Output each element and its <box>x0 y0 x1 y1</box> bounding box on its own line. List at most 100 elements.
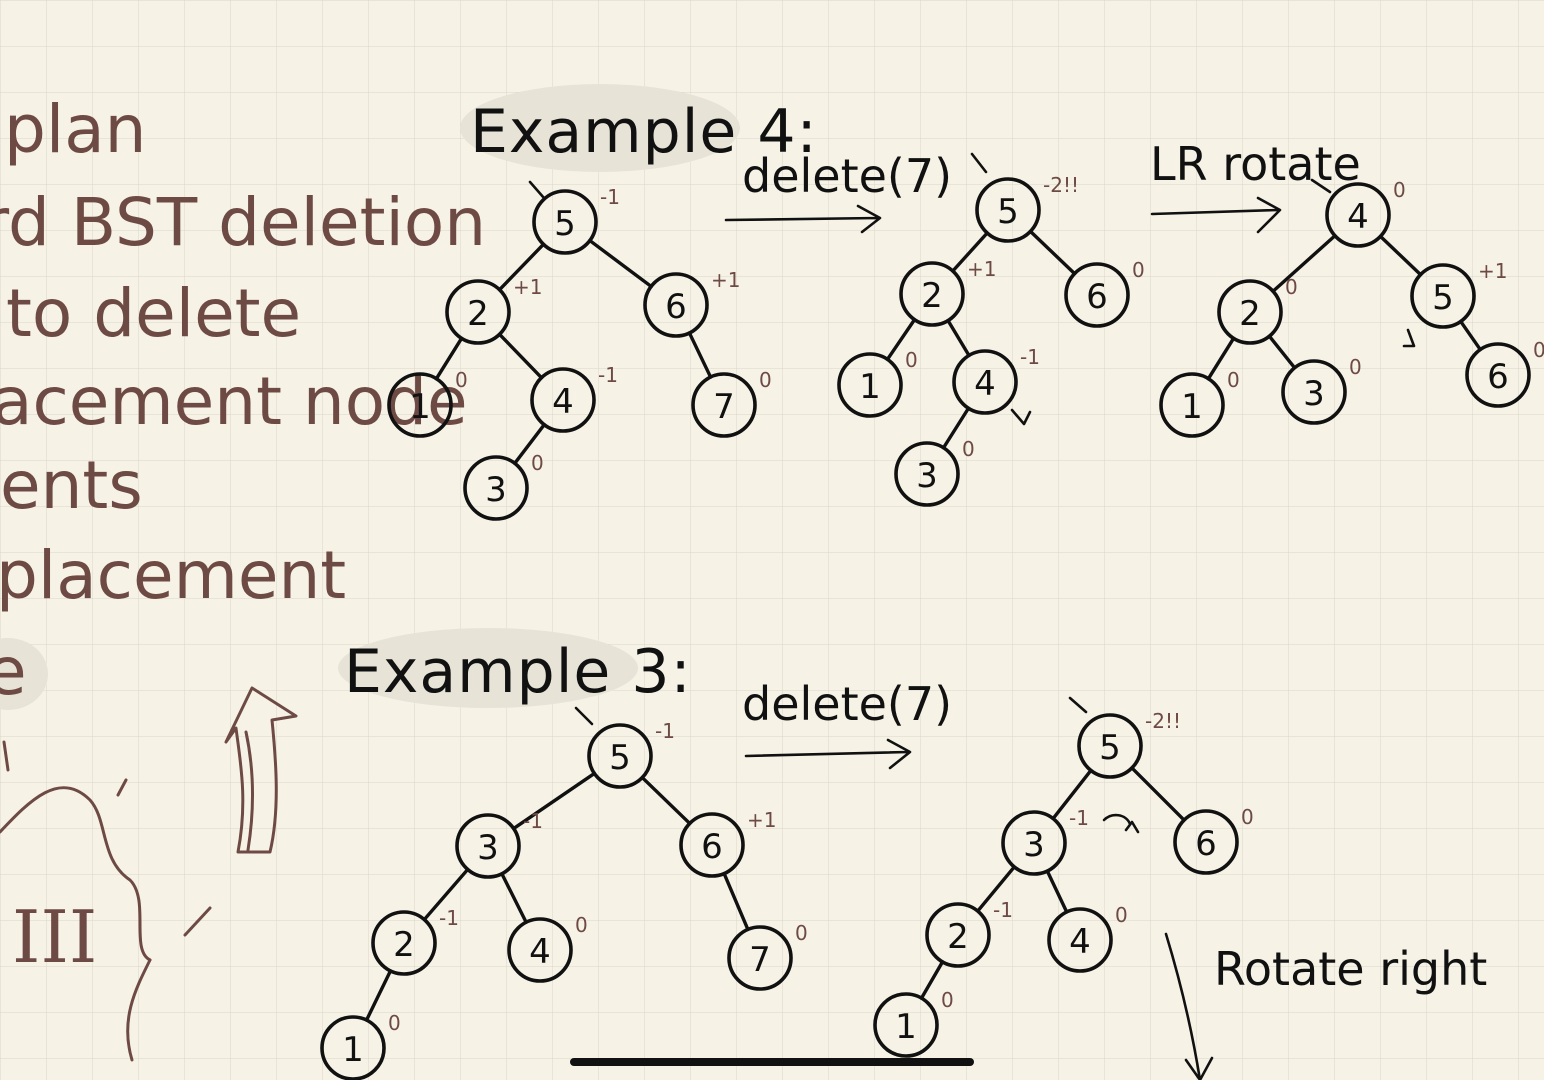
tree-node-label: 6 <box>701 827 723 867</box>
tree-node-7 <box>727 925 793 991</box>
example4-heading: Example 4: <box>470 97 818 167</box>
squiggle-doodle-tail <box>126 958 152 1062</box>
tree-node-label: 6 <box>1487 357 1509 397</box>
tree-node-1 <box>837 352 903 418</box>
tree-node-label: 7 <box>713 387 735 427</box>
tree-edge-4-3 <box>941 406 971 450</box>
example4-op-delete: delete(7) <box>742 149 952 203</box>
balance-factor-label: +1 <box>967 257 996 281</box>
tree-edge-4-2 <box>1271 234 1337 293</box>
root-tick-5 <box>1068 696 1088 714</box>
tree-node-5 <box>1410 263 1476 329</box>
tree-node-3 <box>1281 359 1347 425</box>
tree-node-label: 6 <box>665 287 687 327</box>
tree-node-label: 3 <box>485 470 507 510</box>
tree-node-4 <box>507 917 573 983</box>
tree-node-6 <box>679 812 745 878</box>
doodle-mark <box>2 740 10 772</box>
tree-node-1 <box>1159 372 1225 438</box>
balance-factor-label: 0 <box>1533 338 1544 362</box>
tree-node-5 <box>975 177 1041 243</box>
balance-factor-label: -1 <box>993 898 1013 922</box>
balance-factor-label: -2!! <box>1043 173 1079 197</box>
tree-edge-3-4 <box>500 872 528 924</box>
balance-factor-label: 0 <box>759 368 772 392</box>
tree-node-2 <box>371 910 437 976</box>
root-tick-1 <box>528 180 546 200</box>
tree-node-6 <box>1465 342 1531 408</box>
balance-factor-label: -1 <box>598 363 618 387</box>
tree-node-label: 5 <box>609 738 631 778</box>
example4-heading-highlight <box>460 84 740 172</box>
note-line-6: placement <box>0 537 346 614</box>
tree-edge-2-4 <box>497 332 544 380</box>
balance-factor-label: 0 <box>455 368 468 392</box>
doodle-tick <box>116 778 128 797</box>
removed-edge-mark-2 <box>1010 408 1032 426</box>
tree-node-3 <box>894 441 960 507</box>
tree-node-7 <box>691 372 757 438</box>
example3-heading-highlight <box>338 628 638 708</box>
tree-node-5 <box>532 189 598 255</box>
balance-factor-label: -1 <box>1069 806 1089 830</box>
rotation-curl-icon <box>1102 813 1140 834</box>
tree-node-label: 4 <box>1069 922 1091 962</box>
tree-node-label: 3 <box>477 828 499 868</box>
tree-edge-5-3 <box>511 771 597 831</box>
tree-node-label: 3 <box>1303 374 1325 414</box>
tree-node-1 <box>873 992 939 1058</box>
tree-node-3 <box>1001 810 1067 876</box>
tree-node-label: 1 <box>895 1007 917 1047</box>
balance-factor-label: 0 <box>1115 903 1128 927</box>
note-line-1: plan <box>4 91 147 168</box>
tree-edge-5-6 <box>640 775 692 826</box>
tree-node-4 <box>530 367 596 433</box>
example3-note-rotate: Rotate right <box>1214 942 1487 996</box>
balance-factor-label: +1 <box>513 275 542 299</box>
example3-arrow-delete <box>744 738 912 770</box>
tree-edge-5-6 <box>1028 229 1077 276</box>
root-tick-2 <box>970 152 988 174</box>
tree-node-label: 4 <box>552 382 574 422</box>
tree-node-6 <box>1064 262 1130 328</box>
balance-factor-label: -1 <box>523 809 543 833</box>
balance-factor-label: 0 <box>531 451 544 475</box>
balance-factor-label: -1 <box>600 185 620 209</box>
tree-edge-2-4 <box>946 318 971 358</box>
tree-node-6 <box>643 272 709 338</box>
tree-edge-2-3 <box>1267 334 1297 370</box>
tree-node-label: 6 <box>1195 824 1217 864</box>
tree-edge-5-2 <box>497 242 546 292</box>
tree-edge-5-6 <box>1130 766 1186 822</box>
tree-edge-2-1 <box>919 960 945 1000</box>
tree-node-2 <box>899 261 965 327</box>
balance-factor-label: 0 <box>962 437 975 461</box>
tree-edge-2-1 <box>364 969 393 1022</box>
tree-node-label: 6 <box>1086 277 1108 317</box>
balance-factor-label: 0 <box>1349 355 1362 379</box>
example3-op-delete: delete(7) <box>742 677 952 731</box>
balance-factor-label: 0 <box>575 913 588 937</box>
note-line-2: rd BST deletion <box>0 184 486 261</box>
tree-edge-2-1 <box>885 317 917 362</box>
tree-edge-6-7 <box>722 871 750 932</box>
tree-node-label: 2 <box>393 925 415 965</box>
note-line-5: ents <box>0 447 143 524</box>
home-indicator-bar[interactable] <box>570 1058 974 1066</box>
tree-node-3 <box>455 813 521 879</box>
balance-factor-label: 0 <box>1132 258 1145 282</box>
example4-arrow-rotate <box>1150 196 1282 234</box>
note-highlight <box>0 638 48 710</box>
balance-factor-label: 0 <box>1285 275 1298 299</box>
balance-factor-label: 0 <box>905 348 918 372</box>
tree-node-6 <box>1173 809 1239 875</box>
tree-edge-5-3 <box>1051 768 1093 821</box>
tree-node-label: 2 <box>1239 294 1261 334</box>
tree-node-label: 4 <box>974 364 996 404</box>
tree-edge-3-2 <box>422 867 470 922</box>
